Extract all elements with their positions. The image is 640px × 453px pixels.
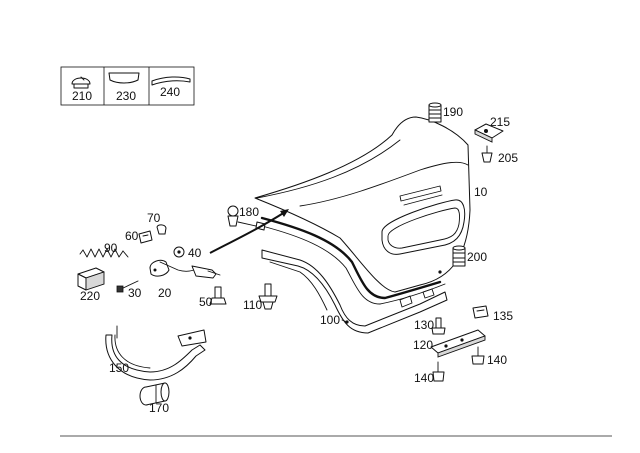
callout-135: 135 bbox=[493, 309, 513, 323]
stud-part-110[interactable] bbox=[258, 283, 278, 310]
legend-cell-230[interactable]: 230 bbox=[108, 72, 140, 103]
bump-stop-part-200[interactable] bbox=[452, 245, 466, 267]
bracket-part-215[interactable] bbox=[474, 123, 504, 143]
fastener-part-50[interactable] bbox=[209, 286, 227, 305]
callout-180: 180 bbox=[239, 205, 259, 219]
callout-120: 120 bbox=[413, 338, 433, 352]
legend-cell-210[interactable]: 210 bbox=[71, 76, 92, 103]
callout-50: 50 bbox=[199, 295, 213, 309]
callout-200: 200 bbox=[467, 250, 487, 264]
callout-220: 220 bbox=[80, 289, 100, 303]
grommet-icon bbox=[71, 76, 91, 89]
legend-label-230: 230 bbox=[116, 89, 136, 103]
callout-130: 130 bbox=[414, 318, 434, 332]
trunk-lid-part-10[interactable] bbox=[254, 116, 471, 334]
callout-190: 190 bbox=[443, 105, 463, 119]
screw-part-140-right[interactable] bbox=[471, 346, 485, 365]
callout-30: 30 bbox=[128, 286, 142, 300]
spring-part-90[interactable] bbox=[79, 248, 129, 258]
damper-block-part-220[interactable] bbox=[77, 267, 105, 291]
hinge-arm-part-150[interactable] bbox=[105, 325, 207, 381]
legend-label-210: 210 bbox=[72, 89, 92, 103]
legend-label-240: 240 bbox=[160, 85, 180, 99]
callout-60: 60 bbox=[125, 229, 139, 243]
stud-part-130[interactable] bbox=[431, 317, 446, 335]
callout-170: 170 bbox=[149, 401, 169, 415]
callout-205: 205 bbox=[498, 151, 518, 165]
callout-140-bottom: 140 bbox=[414, 371, 434, 385]
seal-strip-icon bbox=[151, 76, 191, 86]
callout-110: 110 bbox=[243, 298, 262, 312]
callout-10: 10 bbox=[474, 185, 488, 199]
legend-cell-240[interactable]: 240 bbox=[151, 76, 191, 99]
leader-100 bbox=[341, 319, 348, 323]
bolt-part-30[interactable] bbox=[116, 280, 139, 293]
buffer-part-170[interactable] bbox=[139, 382, 170, 406]
clip-part-135[interactable] bbox=[472, 305, 489, 319]
release-rod-part-40[interactable] bbox=[173, 209, 289, 258]
legend-box: 210 230 240 bbox=[60, 66, 195, 106]
callout-70: 70 bbox=[147, 211, 161, 225]
callout-140-right: 140 bbox=[487, 353, 507, 367]
screw-part-205[interactable] bbox=[481, 145, 493, 163]
callout-90: 90 bbox=[104, 241, 118, 255]
cable-lock-part-20[interactable] bbox=[149, 259, 221, 279]
trim-strip-icon bbox=[108, 72, 140, 84]
clamp-part-60[interactable] bbox=[138, 230, 153, 244]
callout-150: 150 bbox=[109, 361, 129, 375]
callout-100: 100 bbox=[320, 313, 340, 327]
screw-part-140-bottom[interactable] bbox=[432, 361, 445, 382]
bump-stop-part-190[interactable] bbox=[428, 102, 442, 123]
clip-part-70[interactable] bbox=[156, 224, 167, 235]
plate-part-120[interactable] bbox=[430, 329, 486, 358]
callout-20: 20 bbox=[158, 286, 172, 300]
callout-215: 215 bbox=[490, 115, 510, 129]
callout-40: 40 bbox=[188, 246, 202, 260]
